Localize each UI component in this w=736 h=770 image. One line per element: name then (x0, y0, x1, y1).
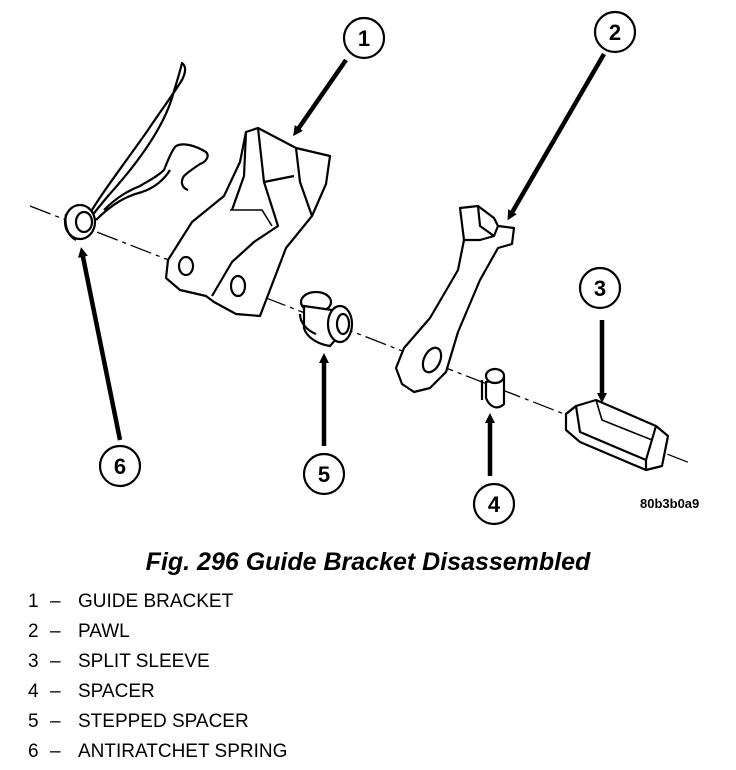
legend-number: 2 (28, 621, 39, 642)
stepped-spacer-part (298, 290, 354, 348)
legend-number: 4 (28, 681, 39, 702)
callout-2: 2 (593, 10, 637, 54)
callout-6: 6 (98, 444, 142, 488)
legend-number: 1 (28, 591, 39, 612)
legend-dash: – (50, 621, 61, 642)
legend-text: PAWL (78, 621, 130, 642)
legend-number: 5 (28, 711, 39, 732)
exploded-view-diagram: 1 2 3 4 5 6 (29, 10, 691, 526)
callout-3-label: 3 (594, 276, 606, 301)
legend-dash: – (50, 741, 61, 762)
callout-4-label: 4 (488, 492, 501, 517)
parts-legend: 1–GUIDE BRACKET 2–PAWL 3–SPLIT SLEEVE 4–… (28, 590, 287, 770)
legend-item: 3–SPLIT SLEEVE (28, 650, 287, 680)
figure-caption: Fig. 296 Guide Bracket Disassembled (145, 548, 591, 576)
pawl-part (394, 204, 516, 394)
legend-dash: – (50, 681, 61, 702)
figure-code: 80b3b0a9 (640, 496, 700, 511)
legend-dash: – (50, 651, 61, 672)
leader-arrow-2 (507, 52, 606, 221)
legend-text: GUIDE BRACKET (78, 591, 234, 612)
leader-arrow-1 (293, 58, 348, 137)
legend-text: SPACER (78, 681, 155, 702)
callout-5: 5 (302, 452, 346, 496)
callout-1: 1 (342, 16, 386, 60)
callout-5-label: 5 (318, 462, 330, 487)
spacer-part (480, 367, 506, 409)
callout-4: 4 (472, 482, 516, 526)
legend-item: 6–ANTIRATCHET SPRING (28, 740, 287, 770)
legend-item: 4–SPACER (28, 680, 287, 710)
callout-3: 3 (578, 266, 622, 310)
legend-number: 3 (28, 651, 39, 672)
legend-text: SPLIT SLEEVE (78, 651, 210, 672)
leader-arrow-6 (78, 247, 123, 441)
legend-text: ANTIRATCHET SPRING (78, 741, 288, 762)
legend-item: 1–GUIDE BRACKET (28, 590, 287, 620)
guide-bracket-part (164, 126, 332, 318)
antiratchet-spring-part (63, 61, 209, 241)
callout-2-label: 2 (609, 20, 621, 45)
legend-item: 2–PAWL (28, 620, 287, 650)
legend-number: 6 (28, 741, 39, 762)
callout-1-label: 1 (358, 26, 370, 51)
callout-6-label: 6 (114, 454, 126, 479)
legend-item: 5–STEPPED SPACER (28, 710, 287, 740)
leader-arrows (78, 52, 607, 476)
legend-dash: – (50, 591, 61, 612)
legend-dash: – (50, 711, 61, 732)
split-sleeve-part (564, 398, 670, 472)
legend-text: STEPPED SPACER (78, 711, 249, 732)
